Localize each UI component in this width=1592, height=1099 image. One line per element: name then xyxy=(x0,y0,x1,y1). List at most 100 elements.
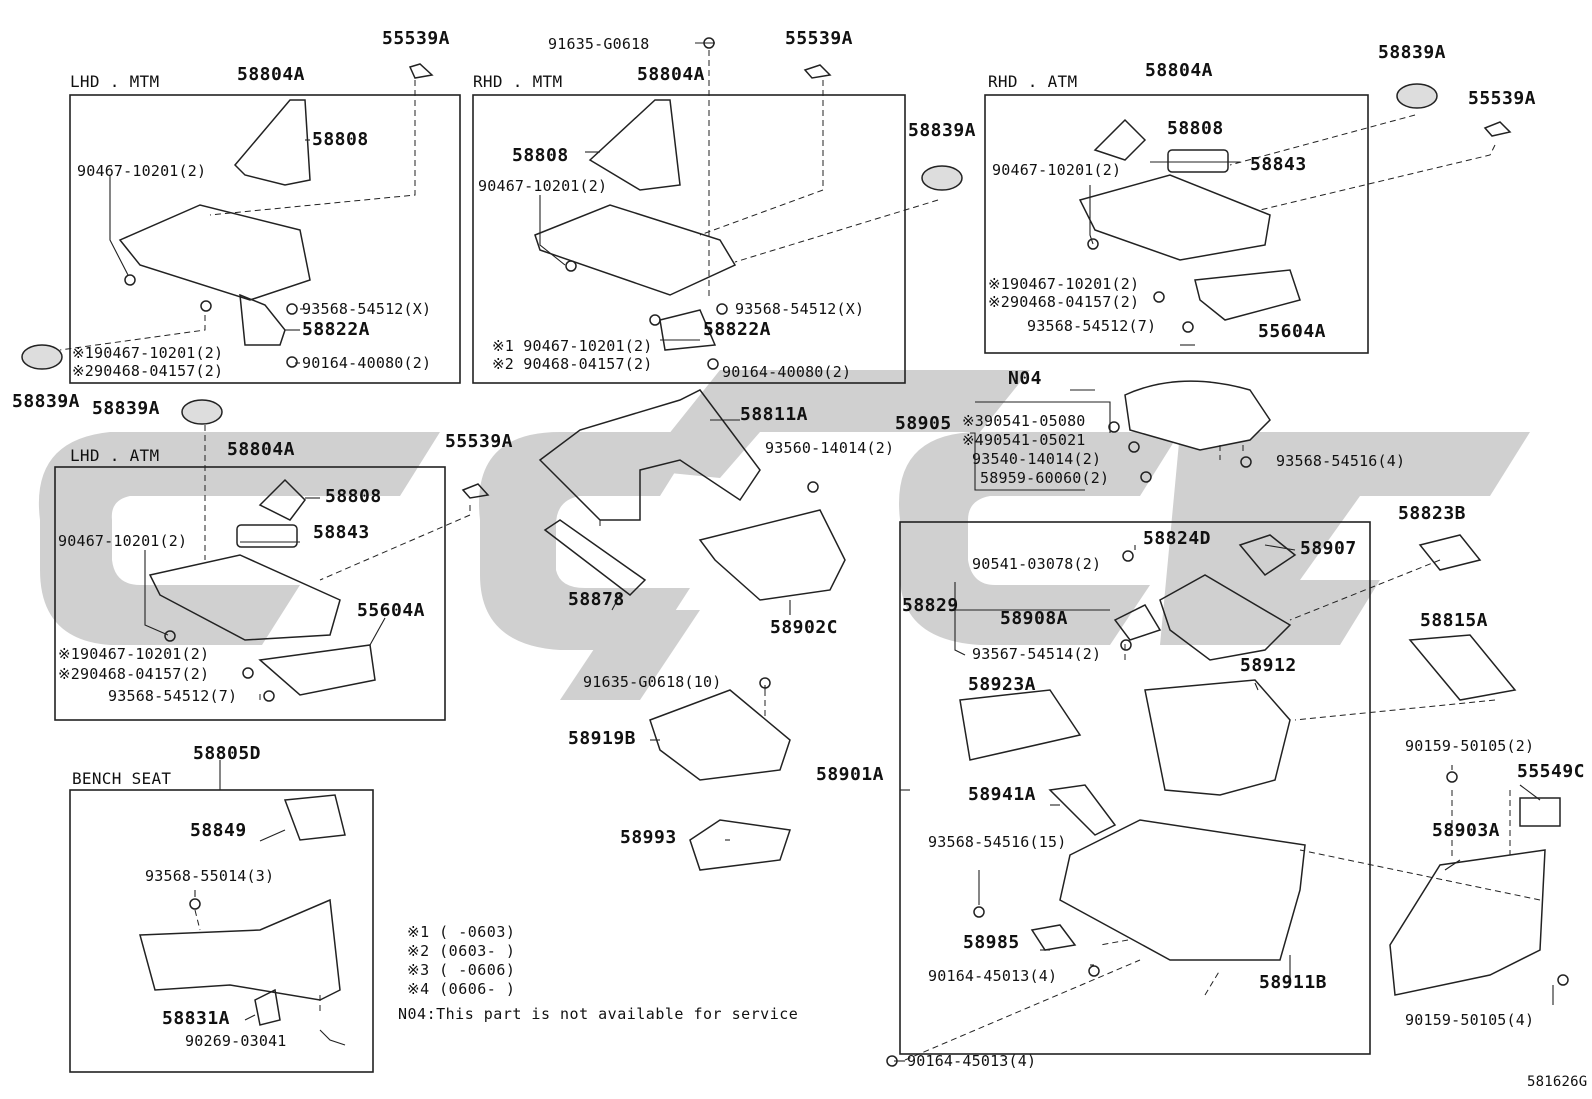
part-label: 58923A xyxy=(968,674,1037,695)
note-3: ※3 ( -0606) xyxy=(407,961,516,979)
part-label: 58839A xyxy=(1378,42,1447,63)
part-label: 55539A xyxy=(785,28,854,49)
part-label: 93567-54514(2) xyxy=(972,645,1102,663)
part-label: 90164-40080(2) xyxy=(302,354,432,372)
watermark-logo xyxy=(38,370,1530,700)
part-label: ※190467-10201(2) xyxy=(72,344,224,362)
note-n04: N04:This part is not available for servi… xyxy=(398,1005,799,1023)
part-shapes xyxy=(21,37,1569,1067)
part-label: 55539A xyxy=(382,28,451,49)
part-label: 58815A xyxy=(1420,610,1489,631)
part-label: 90467-10201(2) xyxy=(478,177,608,195)
part-label: ※190467-10201(2) xyxy=(58,645,210,663)
note-4: ※4 (0606- ) xyxy=(407,980,516,998)
part-label: 58823B xyxy=(1398,503,1467,524)
part-label: 58804A xyxy=(637,64,706,85)
part-label: ※2 90468-04157(2) xyxy=(492,355,653,373)
part-label: 90467-10201(2) xyxy=(992,161,1122,179)
part-label: 93540-14014(2) xyxy=(972,450,1102,468)
part-label: 58839A xyxy=(92,398,161,419)
part-label: 58808 xyxy=(1167,118,1224,139)
part-label: 90164-45013(4) xyxy=(907,1052,1037,1070)
part-label: 58902C xyxy=(770,617,839,638)
part-label: ※290468-04157(2) xyxy=(988,293,1140,311)
part-label: 58919B xyxy=(568,728,637,749)
part-label: 55549C xyxy=(1517,761,1586,782)
armrest-58905 xyxy=(1124,380,1271,451)
shift-boot-58808 xyxy=(233,99,311,186)
part-label: 93560-14014(2) xyxy=(765,439,895,457)
part-label: 58839A xyxy=(908,120,977,141)
part-label: 90164-45013(4) xyxy=(928,967,1058,985)
bracket-58811A xyxy=(538,389,761,521)
part-label: 58905 xyxy=(895,413,952,434)
part-label: 58808 xyxy=(325,486,382,507)
section-title-rhd-atm: RHD . ATM xyxy=(988,72,1078,91)
part-label: 58901A xyxy=(816,764,885,785)
part-label: 58911B xyxy=(1259,972,1328,993)
part-label: 58829 xyxy=(902,595,959,616)
dashed-lines xyxy=(59,50,1541,1061)
part-label: 58907 xyxy=(1300,538,1357,559)
part-label: 58959-60060(2) xyxy=(980,469,1110,487)
part-label: 58849 xyxy=(190,820,247,841)
part-label: 90269-03041 xyxy=(185,1032,287,1050)
part-label: 91635-G0618 xyxy=(548,35,650,53)
part-label: 90159-50105(2) xyxy=(1405,737,1535,755)
part-label: 58822A xyxy=(703,319,772,340)
part-label: 55604A xyxy=(357,600,426,621)
part-label: 58808 xyxy=(312,129,369,150)
part-label: 58993 xyxy=(620,827,677,848)
diagram-code: 581626G xyxy=(1527,1074,1588,1090)
part-label: 58878 xyxy=(568,589,625,610)
part-label: 93568-54512(X) xyxy=(302,300,432,318)
part-label: 58804A xyxy=(227,439,296,460)
part-label: 58985 xyxy=(963,932,1020,953)
section-frames xyxy=(54,94,1371,1073)
note-2: ※2 (0603- ) xyxy=(407,942,516,960)
part-label: 90164-40080(2) xyxy=(722,363,852,381)
part-label: 93568-55014(3) xyxy=(145,867,275,885)
section-title-bench-seat: BENCH SEAT xyxy=(72,769,172,788)
part-label: 90541-03078(2) xyxy=(972,555,1102,573)
part-label: 90467-10201(2) xyxy=(77,162,207,180)
part-label: 93568-54512(X) xyxy=(735,300,865,318)
part-label: ※290468-04157(2) xyxy=(72,362,224,380)
part-label: 90159-50105(4) xyxy=(1405,1011,1535,1029)
part-label: 55539A xyxy=(445,431,514,452)
part-label: 58811A xyxy=(740,404,809,425)
part-label: 58804A xyxy=(237,64,306,85)
part-label: 93568-54516(4) xyxy=(1276,452,1406,470)
part-label: 58908A xyxy=(1000,608,1069,629)
part-label: 93568-54516(15) xyxy=(928,833,1067,851)
part-label: 58804A xyxy=(1145,60,1214,81)
part-label: ※290468-04157(2) xyxy=(58,665,210,683)
cap-58839A xyxy=(21,344,63,370)
part-label: 55604A xyxy=(1258,321,1327,342)
part-label: ※190467-10201(2) xyxy=(988,275,1140,293)
section-title-lhd-atm: LHD . ATM xyxy=(70,446,160,465)
part-label: 58805D xyxy=(193,743,262,764)
part-label: 55539A xyxy=(1468,88,1537,109)
part-label: 90467-10201(2) xyxy=(58,532,188,550)
part-label: 93568-54512(7) xyxy=(1027,317,1157,335)
part-label: N04 xyxy=(1008,368,1043,389)
leader-lines xyxy=(109,42,1554,1062)
part-label: ※1 90467-10201(2) xyxy=(492,337,653,355)
part-label: 58824D xyxy=(1143,528,1212,549)
section-title-lhd-mtm: LHD . MTM xyxy=(70,72,160,91)
part-label: 58822A xyxy=(302,319,371,340)
part-label: 58843 xyxy=(313,522,370,543)
part-label: 58941A xyxy=(968,784,1037,805)
part-label: ※490541-05021 xyxy=(962,431,1086,449)
part-label: 93568-54512(7) xyxy=(108,687,238,705)
note-1: ※1 ( -0603) xyxy=(407,923,516,941)
part-label: 58831A xyxy=(162,1008,231,1029)
part-label: ※390541-05080 xyxy=(962,412,1086,430)
part-label: 91635-G0618(10) xyxy=(583,673,722,691)
console-cover-panel xyxy=(118,204,311,301)
part-label: 58839A xyxy=(12,391,81,412)
part-label: 58912 xyxy=(1240,655,1297,676)
section-title-rhd-mtm: RHD . MTM xyxy=(473,72,563,91)
